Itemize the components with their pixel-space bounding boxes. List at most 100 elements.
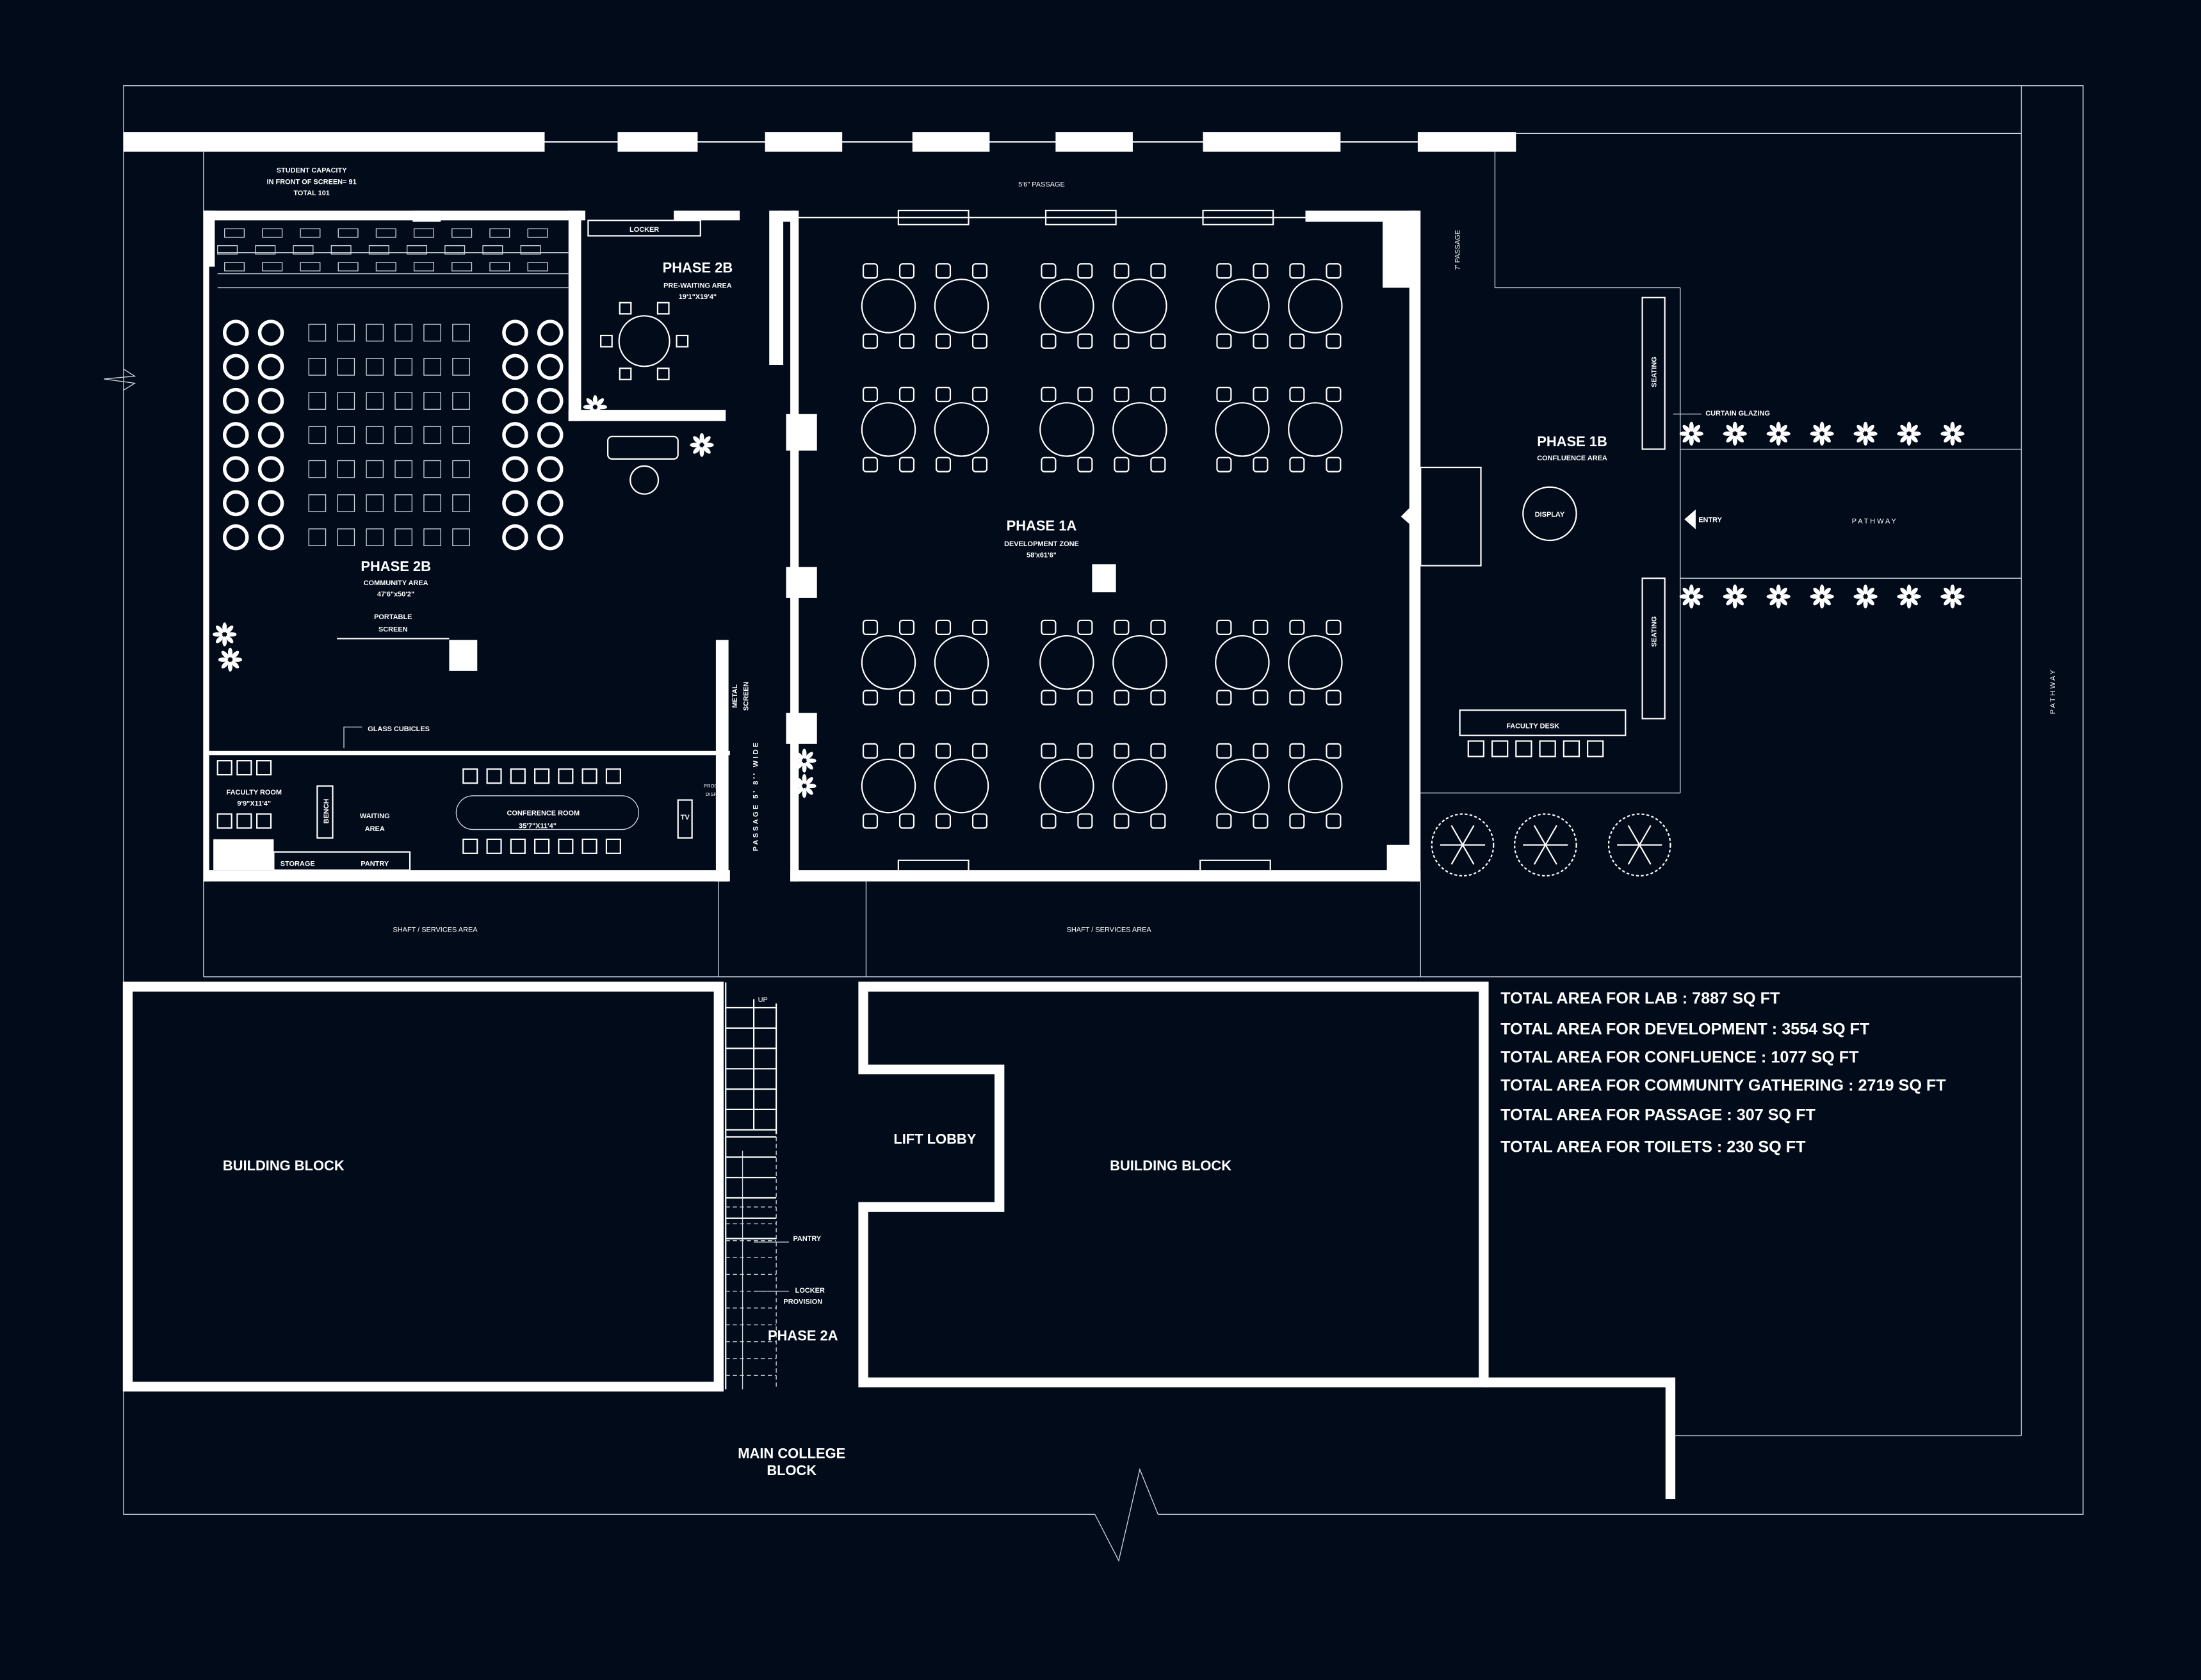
plant-icon: [1856, 587, 1865, 595]
desk: [394, 494, 412, 512]
stool: [502, 456, 528, 482]
plant-icon: [1682, 424, 1691, 433]
seat: [527, 262, 548, 271]
sofa: [607, 435, 679, 460]
passage-wide-label: PASSAGE 5' 8'' WIDE: [752, 741, 760, 852]
plant-icon: [592, 395, 597, 405]
portable-screen-label: SCREEN: [378, 626, 408, 633]
tree-branch: [1450, 844, 1463, 865]
portable-screen-label: PORTABLE: [374, 613, 412, 621]
plant-icon: [1940, 594, 1951, 599]
chair: [656, 368, 670, 380]
plant-icon: [1693, 594, 1703, 599]
chair: [256, 760, 272, 776]
plant-icon: [1866, 587, 1874, 595]
shaft-label: SHAFT / SERVICES AREA: [393, 926, 478, 934]
tree-branch: [1545, 844, 1557, 865]
plant-icon: [227, 661, 232, 672]
plant-icon: [1693, 587, 1701, 595]
plant-icon: [218, 657, 229, 662]
plant-icon: [693, 446, 701, 454]
faculty-room-label: FACULTY ROOM: [227, 789, 282, 796]
chair: [600, 334, 613, 348]
stool: [257, 353, 284, 380]
desk: [394, 392, 412, 410]
plant-icon: [1950, 585, 1955, 595]
storage-pantry-counter: [273, 851, 411, 871]
plant-icon: [1682, 597, 1691, 606]
round-table: [934, 758, 989, 814]
stool: [502, 387, 528, 414]
area-total-passage: TOTAL AREA FOR PASSAGE : 307 SQ FT: [1500, 1106, 1815, 1124]
pathway-label: P A T H W A Y: [1852, 518, 1897, 526]
chair: [1216, 690, 1232, 706]
plant-icon: [1693, 597, 1701, 606]
seat: [482, 245, 503, 255]
area-total-lab: TOTAL AREA FOR LAB : 7887 SQ FT: [1500, 989, 1780, 1007]
seat: [337, 262, 359, 271]
plant-icon: [703, 446, 711, 454]
chair: [935, 456, 952, 472]
plant-icon: [1906, 421, 1912, 432]
plant-icon: [805, 752, 813, 760]
plant-icon: [1693, 431, 1703, 436]
stool: [222, 319, 249, 346]
plant-icon: [1689, 598, 1694, 609]
stool: [257, 319, 284, 346]
chair: [605, 838, 621, 854]
desk: [452, 323, 470, 342]
area-total-confluence: TOTAL AREA FOR CONFLUENCE : 1077 SQ FT: [1500, 1048, 1859, 1066]
chair: [971, 386, 988, 403]
plant-icon: [1954, 431, 1965, 436]
desk: [308, 358, 327, 376]
plant-icon: [1866, 597, 1874, 606]
stool: [257, 422, 284, 448]
pre-waiting-dim: 19'1"X19'4": [679, 293, 717, 301]
plant-icon: [1944, 424, 1952, 433]
faculty-desk-label: FACULTY DESK: [1506, 723, 1559, 731]
plant-icon: [1689, 585, 1694, 595]
chair: [1539, 740, 1556, 757]
plant-icon: [1944, 597, 1952, 606]
chair: [1253, 743, 1269, 759]
conference-room-dim: 35'7"X11'4": [519, 822, 556, 830]
chair: [256, 813, 272, 829]
desk: [423, 528, 441, 547]
chair: [1326, 263, 1342, 279]
plant-icon: [1776, 435, 1781, 446]
area-total-toilets: TOTAL AREA FOR TOILETS : 230 SQ FT: [1500, 1138, 1806, 1156]
chair: [1041, 619, 1057, 635]
plant-icon: [1910, 435, 1918, 443]
community-area-label: COMMUNITY AREA: [364, 579, 428, 587]
plant-icon: [699, 433, 704, 443]
stool: [537, 490, 564, 517]
chair: [1289, 456, 1305, 472]
plant-icon: [1940, 431, 1951, 436]
plant-icon: [802, 748, 807, 759]
plant-icon: [1824, 594, 1834, 599]
plant-icon: [1856, 435, 1865, 443]
desk: [337, 426, 355, 444]
desk: [452, 528, 470, 547]
plant-icon: [1819, 585, 1824, 595]
plant-icon: [1906, 598, 1912, 609]
stool: [222, 524, 249, 551]
chair: [1041, 263, 1057, 279]
stool: [537, 456, 564, 482]
chair: [558, 768, 574, 784]
plant-icon: [1736, 597, 1744, 606]
seat: [520, 245, 541, 255]
stool: [222, 387, 249, 414]
tv-label: TV: [681, 814, 690, 821]
desk: [366, 392, 384, 410]
round-table: [861, 279, 916, 334]
desk: [308, 323, 327, 342]
conference-room-label: CONFERENCE ROOM: [507, 810, 580, 818]
round-table: [1288, 402, 1343, 457]
desk: [308, 528, 327, 547]
locker-label: LOCKER: [629, 226, 659, 234]
pantry-label: PANTRY: [361, 860, 389, 868]
chair: [1253, 263, 1269, 279]
plant-icon: [1910, 587, 1918, 595]
stool: [537, 353, 564, 380]
